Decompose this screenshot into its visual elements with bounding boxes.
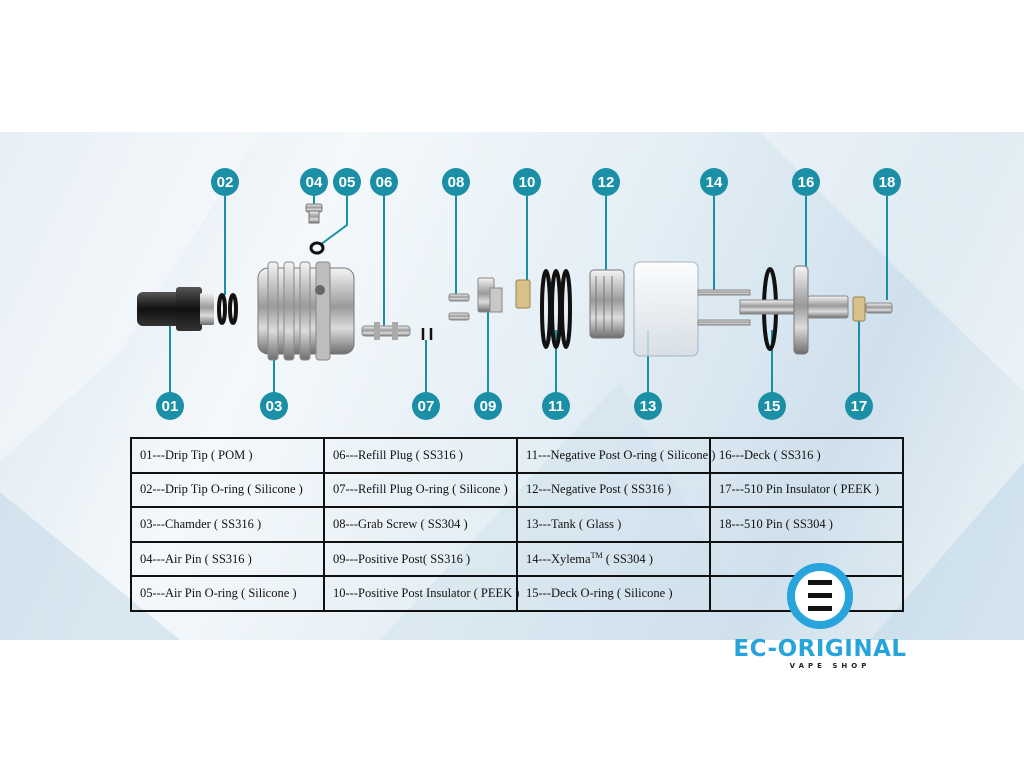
drip-tip-o-ring-part [217, 293, 238, 325]
svg-text:17: 17 [851, 398, 868, 415]
callout-11: 11 [542, 392, 570, 420]
legend-cell: 18---510 Pin ( SS304 ) [709, 506, 904, 543]
legend-cell: 04---Air Pin ( SS316 ) [130, 540, 325, 578]
leader-lines [169, 196, 888, 393]
callout-13: 13 [634, 392, 662, 420]
callout-02: 02 [211, 168, 239, 196]
svg-text:10: 10 [519, 174, 536, 191]
svg-text:12: 12 [598, 174, 615, 191]
grab-screw-part [448, 293, 470, 321]
callout-10: 10 [513, 168, 541, 196]
legend-cell: 16---Deck ( SS316 ) [709, 437, 904, 474]
legend-cell: 12---Negative Post ( SS316 ) [516, 471, 711, 509]
svg-text:08: 08 [448, 174, 465, 191]
legend-cell: 09---Positive Post( SS316 ) [323, 540, 518, 578]
510-pin-insulator-part [852, 296, 866, 322]
callout-09: 09 [474, 392, 502, 420]
legend-cell: 13---Tank ( Glass ) [516, 506, 711, 543]
callout-07: 07 [412, 392, 440, 420]
svg-text:09: 09 [480, 398, 497, 415]
svg-text:13: 13 [640, 398, 657, 415]
svg-text:16: 16 [798, 174, 815, 191]
svg-text:04: 04 [306, 174, 323, 191]
callout-12: 12 [592, 168, 620, 196]
negative-post-o-ring-part [540, 269, 572, 349]
callout-17: 17 [845, 392, 873, 420]
callout-18: 18 [873, 168, 901, 196]
legend-cell: 11---Negative Post O-ring ( Silicone ) [516, 437, 715, 474]
svg-text:06: 06 [376, 174, 393, 191]
legend-cell: 02---Drip Tip O-ring ( Silicone ) [130, 471, 325, 509]
deck-part [739, 265, 849, 355]
callout-08: 08 [442, 168, 470, 196]
table-row: 04---Air Pin ( SS316 ) 09---Positive Pos… [130, 540, 904, 578]
legend-cell: 17---510 Pin Insulator ( PEEK ) [709, 471, 904, 509]
legend-cell: 08---Grab Screw ( SS304 ) [323, 506, 518, 543]
drip-tip-part [137, 287, 214, 331]
table-row: 02---Drip Tip O-ring ( Silicone ) 07---R… [130, 471, 904, 509]
svg-text:07: 07 [418, 398, 435, 415]
parts-legend-table: 01---Drip Tip ( POM ) 06---Refill Plug (… [130, 437, 904, 612]
legend-cell: 15---Deck O-ring ( Silicone ) [516, 575, 711, 612]
ec-original-logo: EC-ORIGINAL VAPE SHOP [720, 562, 920, 682]
positive-post-insulator-part [515, 279, 531, 309]
legend-cell: 05---Air Pin O-ring ( Silicone ) [130, 575, 325, 612]
table-row: 05---Air Pin O-ring ( Silicone ) 10---Po… [130, 575, 904, 612]
air-pin-part [305, 203, 323, 224]
svg-text:11: 11 [548, 398, 564, 415]
callout-01: 01 [156, 392, 184, 420]
legend-cell: 10---Positive Post Insulator ( PEEK ) [323, 575, 519, 612]
logo-mark-icon [787, 563, 853, 629]
air-pin-o-ring-part [309, 241, 325, 255]
refill-plug-part [361, 322, 411, 340]
legend-cell: 01---Drip Tip ( POM ) [130, 437, 325, 474]
negative-post-part [589, 269, 625, 339]
chamber-part [257, 261, 355, 361]
exploded-parts-diagram: 02 04 05 06 08 10 12 14 16 18 01 03 07 0… [137, 168, 901, 420]
svg-text:15: 15 [764, 398, 781, 415]
callout-15: 15 [758, 392, 786, 420]
callout-14: 14 [700, 168, 728, 196]
svg-text:02: 02 [217, 174, 234, 191]
legend-cell: 07---Refill Plug O-ring ( Silicone ) [323, 471, 518, 509]
svg-text:18: 18 [879, 174, 896, 191]
svg-text:05: 05 [339, 174, 356, 191]
table-row: 03---Chamder ( SS316 ) 08---Grab Screw (… [130, 506, 904, 543]
legend-text: 14---Xylema [526, 552, 591, 567]
legend-cell: 06---Refill Plug ( SS316 ) [323, 437, 518, 474]
callout-03: 03 [260, 392, 288, 420]
svg-text:03: 03 [266, 398, 283, 415]
callout-04: 04 [300, 168, 328, 196]
legend-text: ( SS304 ) [602, 552, 653, 567]
logo-tagline: VAPE SHOP [789, 662, 871, 670]
legend-cell: 03---Chamder ( SS316 ) [130, 506, 325, 543]
callout-06: 06 [370, 168, 398, 196]
refill-plug-o-ring-part [421, 328, 433, 340]
legend-cell: 14---XylemaTM ( SS304 ) [516, 540, 711, 578]
tank-part [633, 261, 699, 357]
callout-16: 16 [792, 168, 820, 196]
510-pin-part [865, 302, 893, 314]
trademark-superscript: TM [590, 551, 603, 560]
svg-text:14: 14 [706, 174, 723, 191]
logo-name: EC-ORIGINAL [733, 636, 907, 662]
callout-05: 05 [333, 168, 361, 196]
svg-text:01: 01 [162, 398, 179, 415]
table-row: 01---Drip Tip ( POM ) 06---Refill Plug (… [130, 437, 904, 474]
positive-post-part [477, 277, 503, 313]
xylema-part [697, 289, 751, 326]
